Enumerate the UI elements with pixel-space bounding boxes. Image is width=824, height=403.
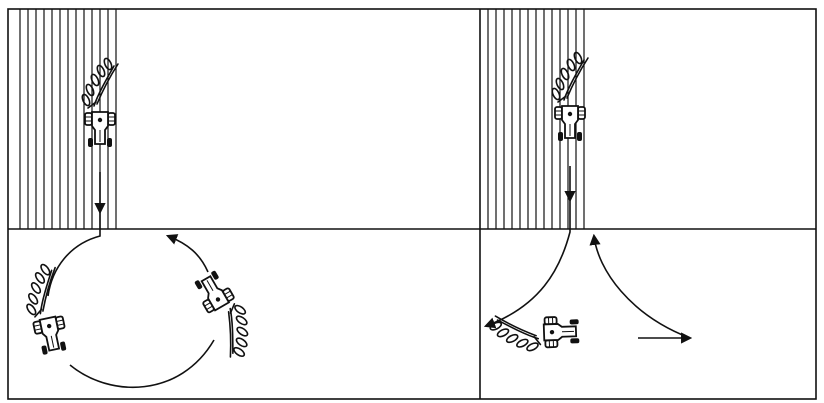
panel-loop-turn: [16, 9, 267, 389]
mowed-swath-lines: [487, 9, 585, 229]
tractor-icon: [79, 56, 119, 148]
fishtail-reverse-path: [483, 200, 571, 329]
loop-turn-path: [47, 212, 101, 297]
loop-turn-arrow: [165, 234, 209, 273]
panel-fishtail-turn: [483, 9, 693, 355]
field-outline: [7, 8, 817, 400]
tractor-icon: [188, 265, 267, 364]
tractor-icon: [549, 50, 589, 142]
tractor-icon: [16, 260, 74, 358]
fishtail-forward-path: [589, 233, 691, 339]
loop-turn-path-bottom: [69, 339, 215, 389]
tractor-icon: [487, 312, 581, 355]
